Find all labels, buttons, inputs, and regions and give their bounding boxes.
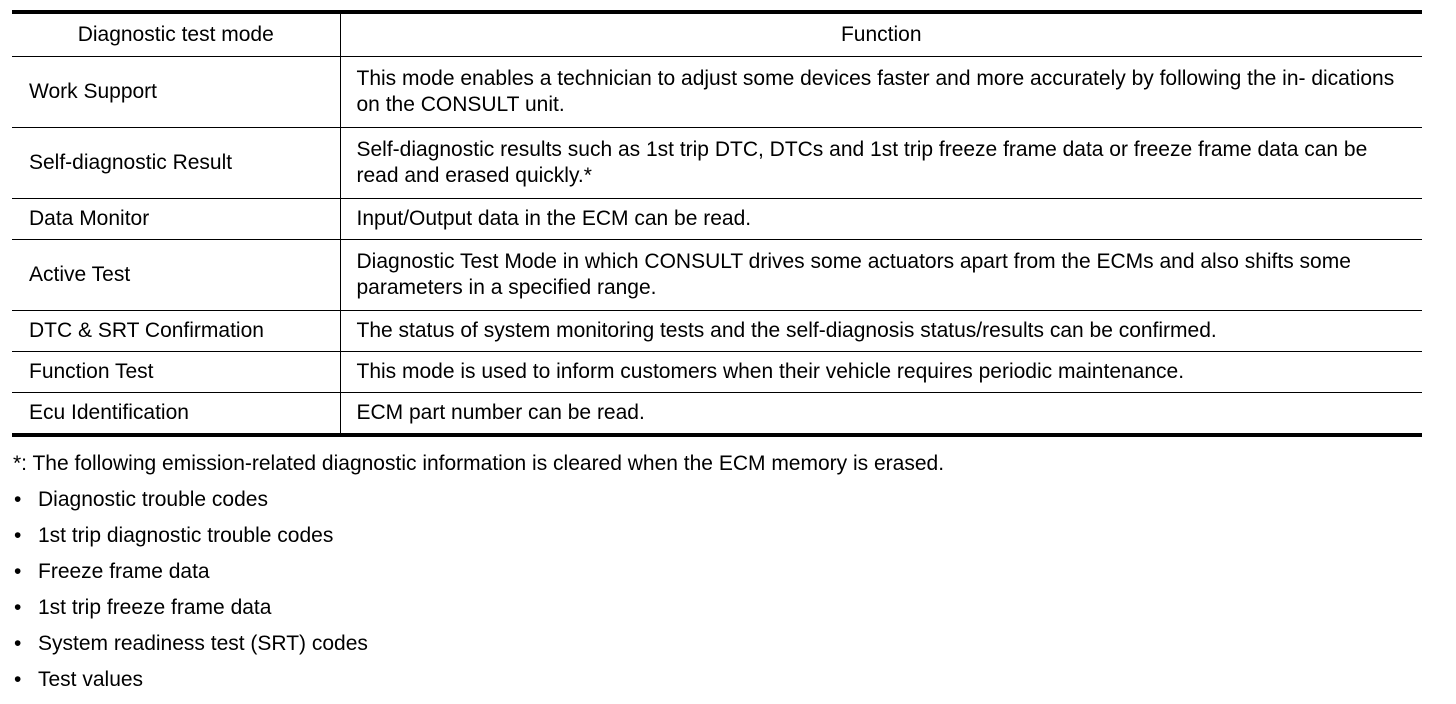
list-item: • 1st trip freeze frame data — [12, 595, 368, 631]
list-item: • 1st trip diagnostic trouble codes — [12, 523, 368, 559]
function-cell: The status of system monitoring tests an… — [339, 310, 1422, 352]
table-row: Active Test Diagnostic Test Mode in whic… — [12, 239, 1422, 311]
function-cell: Self-diagnostic results such as 1st trip… — [339, 127, 1422, 199]
footnote-text: *: The following emission-related diagno… — [13, 452, 945, 475]
list-item-text: 1st trip diagnostic trouble codes — [38, 524, 334, 547]
table-row: Ecu Identification ECM part number can b… — [12, 392, 1422, 436]
mode-cell: Work Support — [12, 56, 340, 128]
function-cell: Diagnostic Test Mode in which CONSULT dr… — [339, 239, 1422, 311]
bullet-icon: • — [14, 560, 22, 583]
bullet-icon: • — [14, 596, 22, 619]
list-item-text: Diagnostic trouble codes — [38, 488, 268, 511]
list-item-text: 1st trip freeze frame data — [38, 596, 272, 619]
function-cell: Input/Output data in the ECM can be read… — [339, 198, 1422, 240]
mode-cell: Active Test — [12, 239, 340, 311]
mode-cell: Ecu Identification — [12, 392, 340, 436]
table-row: DTC & SRT Confirmation The status of sys… — [12, 310, 1422, 352]
bullet-icon: • — [14, 488, 22, 511]
table-row: Function Test This mode is used to infor… — [12, 351, 1422, 393]
function-cell: ECM part number can be read. — [339, 392, 1422, 436]
bullet-icon: • — [14, 524, 22, 547]
bullet-icon: • — [14, 632, 22, 655]
bullet-icon: • — [14, 668, 22, 691]
header-function: Function — [339, 11, 1422, 57]
table-row: Data Monitor Input/Output data in the EC… — [12, 198, 1422, 240]
diagnostic-test-mode-table: Diagnostic test mode Function Work Suppo… — [12, 10, 1422, 437]
table-row: Work Support This mode enables a technic… — [12, 56, 1422, 128]
list-item: • System readiness test (SRT) codes — [12, 631, 368, 667]
table-header-row: Diagnostic test mode Function — [12, 11, 1422, 57]
mode-cell: Data Monitor — [12, 198, 340, 240]
header-diagnostic-test-mode: Diagnostic test mode — [12, 11, 340, 57]
list-item: • Diagnostic trouble codes — [12, 487, 368, 523]
list-item-text: System readiness test (SRT) codes — [38, 632, 368, 655]
list-item: • Test values — [12, 667, 368, 703]
list-item-text: Test values — [38, 668, 144, 691]
mode-cell: Function Test — [12, 351, 340, 393]
mode-cell: Self-diagnostic Result — [12, 127, 340, 199]
table-row: Self-diagnostic Result Self-diagnostic r… — [12, 127, 1422, 199]
mode-cell: DTC & SRT Confirmation — [12, 310, 340, 352]
function-cell: This mode is used to inform customers wh… — [339, 351, 1422, 393]
function-cell: This mode enables a technician to adjust… — [339, 56, 1422, 128]
list-item-text: Freeze frame data — [38, 560, 210, 583]
list-item: • Freeze frame data — [12, 559, 368, 595]
diagnostic-mode-sheet: Diagnostic test mode Function Work Suppo… — [12, 10, 1422, 437]
cleared-info-list: • Diagnostic trouble codes • 1st trip diag… — [12, 487, 368, 703]
